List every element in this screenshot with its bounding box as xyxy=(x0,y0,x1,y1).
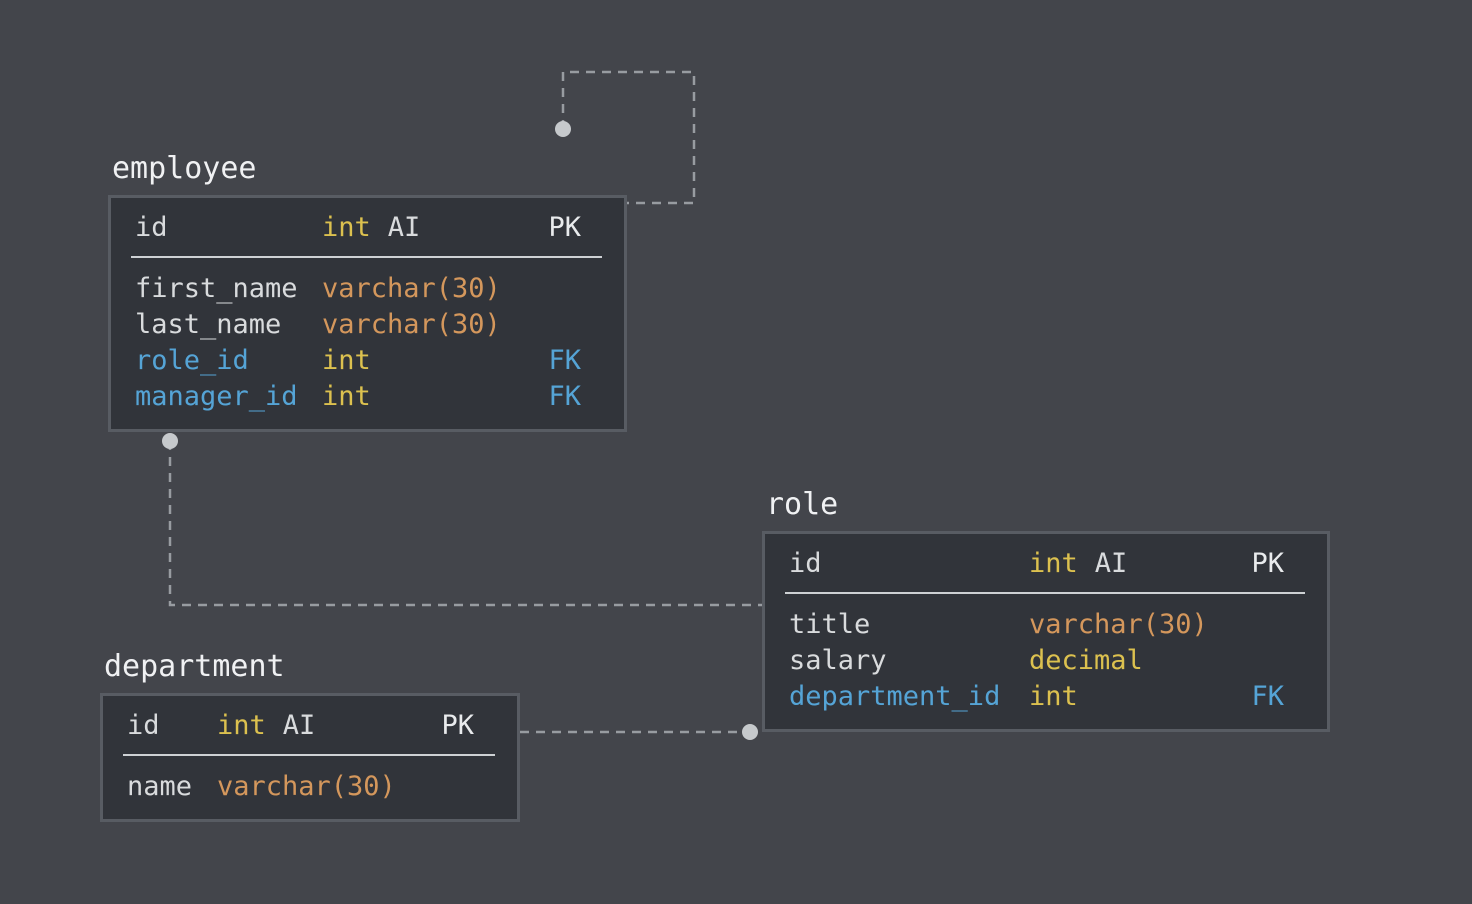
foreign-key-badge: FK xyxy=(548,381,581,412)
field-row-salary[interactable]: salary decimal xyxy=(765,643,1327,679)
field-type: int xyxy=(217,710,266,741)
field-type-cell: varchar(30) xyxy=(322,271,581,307)
pk-divider xyxy=(131,256,602,258)
field-type: varchar(30) xyxy=(322,273,501,304)
connection-endpoint-dot xyxy=(742,724,758,740)
field-type-cell: int AI xyxy=(1029,546,1251,582)
field-rows: first_name varchar(30) last_name varchar… xyxy=(111,271,624,415)
relationship-line[interactable] xyxy=(168,441,762,607)
field-row-role-id[interactable]: role_id int FK xyxy=(111,343,624,379)
foreign-key-badge: FK xyxy=(1251,681,1284,712)
relationship-department-role[interactable] xyxy=(520,724,758,740)
foreign-key-badge: FK xyxy=(548,345,581,376)
field-name: department_id xyxy=(789,681,1001,712)
table-department[interactable]: department id int AI PK name varchar(30) xyxy=(100,649,520,822)
primary-key-badge: PK xyxy=(548,212,581,243)
field-type: int xyxy=(1029,548,1078,579)
field-type: int xyxy=(322,381,371,412)
field-row-title[interactable]: title varchar(30) xyxy=(765,607,1327,643)
table-title: department xyxy=(104,649,285,684)
field-row-name[interactable]: name varchar(30) xyxy=(103,769,517,805)
field-type-cell: int AI xyxy=(322,210,548,246)
field-row-id[interactable]: id int AI PK xyxy=(103,708,517,744)
field-type: varchar(30) xyxy=(322,309,501,340)
field-name: name xyxy=(127,771,193,802)
field-row-manager-id[interactable]: manager_id int FK xyxy=(111,379,624,415)
field-rows: title varchar(30) salary decimal departm… xyxy=(765,607,1327,715)
field-type-cell: int xyxy=(322,343,548,379)
table-title: role xyxy=(766,487,839,522)
field-type-cell: varchar(30) xyxy=(1029,607,1284,643)
table-title: employee xyxy=(112,151,257,186)
field-name: role_id xyxy=(135,345,249,376)
field-row-id[interactable]: id int AI PK xyxy=(765,546,1327,582)
field-type-cell: int AI xyxy=(217,708,441,744)
connection-endpoint-dot xyxy=(162,433,178,449)
field-name: id xyxy=(789,548,822,579)
field-type: decimal xyxy=(1029,645,1143,676)
field-name: first_name xyxy=(135,273,298,304)
table-box: id int AI PK first_name varchar(30) last_… xyxy=(108,195,627,432)
connection-endpoint-dot xyxy=(555,121,571,137)
field-name: id xyxy=(135,212,168,243)
field-row-department-id[interactable]: department_id int FK xyxy=(765,679,1327,715)
auto-increment-flag: AI xyxy=(1094,548,1128,579)
relationship-employee-role[interactable] xyxy=(162,433,762,607)
field-name: title xyxy=(789,609,871,640)
primary-key-badge: PK xyxy=(441,710,474,741)
table-box: id int AI PK name varchar(30) xyxy=(100,693,520,822)
field-type: varchar(30) xyxy=(217,771,396,802)
table-role[interactable]: role id int AI PK title varchar(30) salar… xyxy=(762,487,1330,732)
field-type-cell: int xyxy=(1029,679,1251,715)
pk-divider xyxy=(123,754,495,756)
field-type-cell: decimal xyxy=(1029,643,1284,679)
field-type-cell: varchar(30) xyxy=(322,307,581,343)
field-type-cell: varchar(30) xyxy=(217,769,474,805)
field-name: id xyxy=(127,710,160,741)
field-row-first-name[interactable]: first_name varchar(30) xyxy=(111,271,624,307)
auto-increment-flag: AI xyxy=(387,212,421,243)
field-type: int xyxy=(322,345,371,376)
field-name: salary xyxy=(789,645,887,676)
field-name: manager_id xyxy=(135,381,298,412)
field-type: int xyxy=(1029,681,1078,712)
primary-key-badge: PK xyxy=(1251,548,1284,579)
field-type: int xyxy=(322,212,371,243)
field-row-last-name[interactable]: last_name varchar(30) xyxy=(111,307,624,343)
auto-increment-flag: AI xyxy=(282,710,316,741)
field-name: last_name xyxy=(135,309,282,340)
field-rows: name varchar(30) xyxy=(103,769,517,805)
field-row-id[interactable]: id int AI PK xyxy=(111,210,624,246)
field-type: varchar(30) xyxy=(1029,609,1208,640)
table-box: id int AI PK title varchar(30) salary dec… xyxy=(762,531,1330,732)
table-employee[interactable]: employee id int AI PK first_name varchar(… xyxy=(108,151,627,432)
pk-divider xyxy=(785,592,1305,594)
field-type-cell: int xyxy=(322,379,548,415)
